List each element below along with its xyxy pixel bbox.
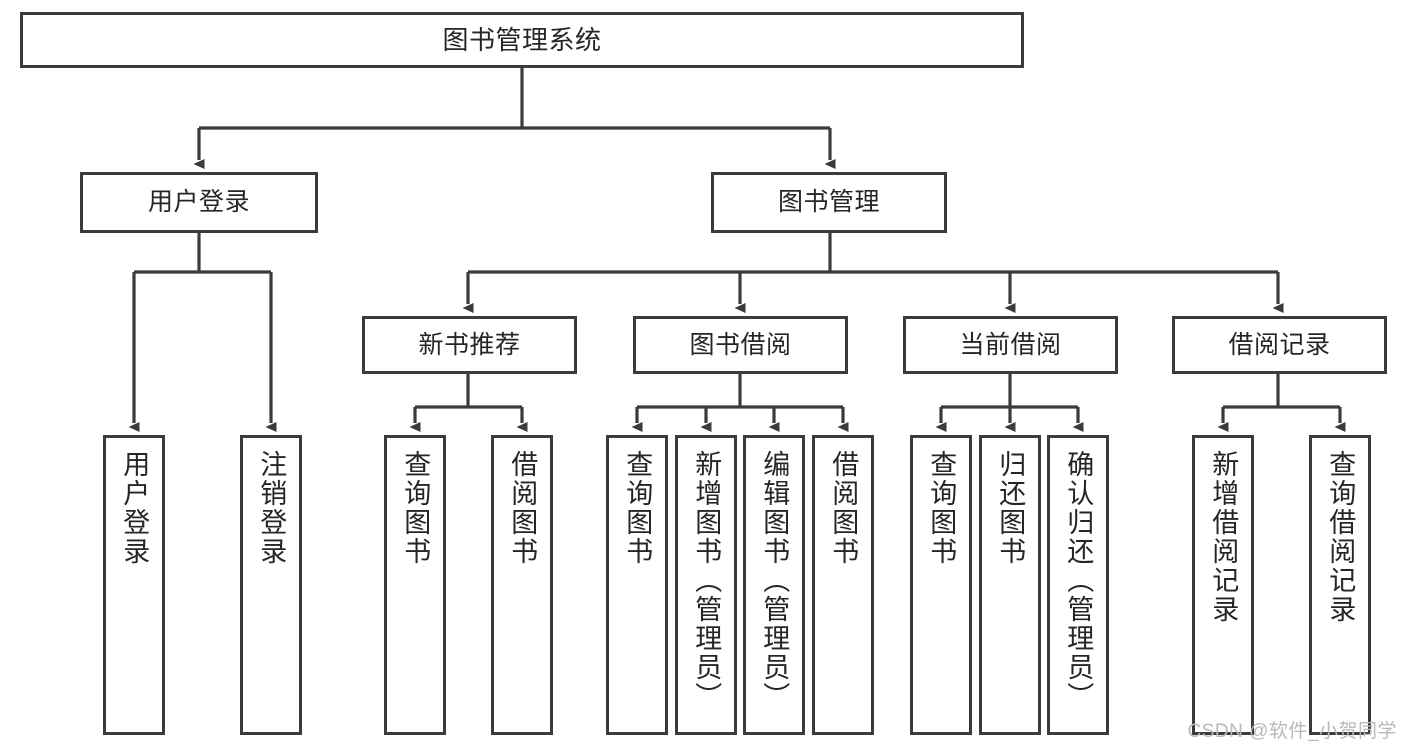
leaf-user-login[interactable]: 用户登录 [103,435,165,735]
leaf-query-borrow-record[interactable]: 查询借阅记录 [1309,435,1371,735]
node-current-borrow[interactable]: 当前借阅 [903,316,1118,374]
leaf-query-book-current[interactable]: 查询图书 [910,435,972,735]
node-label: 归还图书 [995,450,1026,566]
node-label: 编辑图书（管理员） [759,450,790,711]
leaf-add-book-admin[interactable]: 新增图书（管理员） [675,435,737,735]
node-root-book-management-system[interactable]: 图书管理系统 [20,12,1024,68]
leaf-query-book-borrow[interactable]: 查询图书 [606,435,668,735]
node-label: 借阅图书 [828,450,859,566]
node-label: 图书管理 [777,188,880,216]
node-label: 查询图书 [622,450,653,566]
node-label: 借阅图书 [507,450,538,566]
node-label: 新增借阅记录 [1208,450,1239,624]
node-new-book-recommend[interactable]: 新书推荐 [362,316,577,374]
node-label: 查询图书 [926,450,957,566]
leaf-confirm-return-admin[interactable]: 确认归还（管理员） [1047,435,1109,735]
node-label: 当前借阅 [959,330,1062,359]
node-label: 查询图书 [400,450,431,566]
leaf-logout-login[interactable]: 注销登录 [240,435,302,735]
watermark-text: CSDN @软件_小贺同学 [1187,721,1397,742]
node-label: 用户登录 [147,188,250,216]
leaf-query-book-new-book[interactable]: 查询图书 [384,435,446,735]
node-label: 确认归还（管理员） [1063,450,1094,711]
leaf-borrow-book-new-book[interactable]: 借阅图书 [491,435,553,735]
node-user-login[interactable]: 用户登录 [80,172,318,233]
node-label: 图书借阅 [689,330,792,359]
node-label: 查询借阅记录 [1325,450,1356,624]
leaf-add-borrow-record[interactable]: 新增借阅记录 [1192,435,1254,735]
node-label: 用户登录 [119,450,150,566]
leaf-borrow-book-borrow[interactable]: 借阅图书 [812,435,874,735]
node-label: 注销登录 [256,450,287,566]
node-label: 图书管理系统 [442,25,602,55]
node-label: 新书推荐 [418,330,521,359]
leaf-return-book[interactable]: 归还图书 [979,435,1041,735]
node-label: 借阅记录 [1228,330,1331,359]
node-borrow-record[interactable]: 借阅记录 [1172,316,1387,374]
leaf-edit-book-admin[interactable]: 编辑图书（管理员） [743,435,805,735]
node-book-management[interactable]: 图书管理 [711,172,947,233]
node-book-borrow[interactable]: 图书借阅 [633,316,848,374]
node-label: 新增图书（管理员） [691,450,722,711]
